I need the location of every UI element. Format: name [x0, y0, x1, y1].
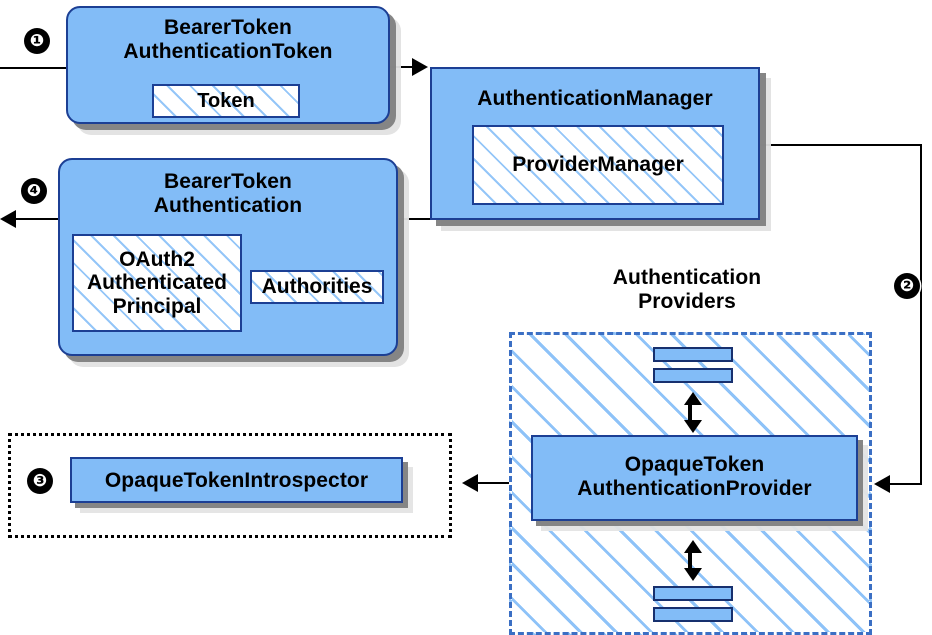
authorities-label: Authorities [261, 275, 373, 298]
provider-stack-top-arrow-shaft [688, 400, 692, 424]
step-3-bullet: ❸ [27, 468, 53, 494]
opaque-token-authentication-provider-node[interactable]: OpaqueToken AuthenticationProvider [531, 435, 858, 521]
connector-authentication-out-line [16, 218, 74, 220]
step-1-bullet: ❶ [24, 28, 50, 54]
bearer-token-authentication-token-title-line1: BearerToken [164, 16, 292, 39]
step-4-bullet: ❹ [21, 178, 47, 204]
provider-stack-top-arrow-up [684, 392, 702, 405]
authentication-manager-title: AuthenticationManager [477, 87, 713, 110]
bearer-token-authentication-title: BearerToken Authentication [60, 170, 396, 217]
provider-manager-inner-label: ProviderManager [512, 153, 684, 176]
connector-token-to-manager-arrow [412, 58, 428, 76]
bearer-token-authentication-token-title: BearerToken AuthenticationToken [68, 16, 388, 63]
provider-stack-top-bar-1 [653, 347, 733, 362]
oauth2-authenticated-principal-box[interactable]: OAuth2 Authenticated Principal [72, 234, 242, 332]
provider-stack-bottom-arrow-down [684, 568, 702, 581]
opaque-token-authentication-provider-title-line1: OpaqueToken [624, 453, 765, 476]
connector-request-in [0, 67, 72, 69]
authentication-providers-heading: Authentication Providers [562, 266, 812, 313]
connector-provider-to-introspector-line [478, 482, 532, 484]
token-inner-label: Token [197, 89, 255, 112]
authentication-providers-heading-line2: Providers [638, 289, 736, 313]
opaque-token-introspector-title: OpaqueTokenIntrospector [104, 469, 369, 492]
authentication-manager-node[interactable]: AuthenticationManager ProviderManager [430, 67, 760, 220]
bearer-token-authentication-token-node[interactable]: BearerToken AuthenticationToken Token [66, 6, 390, 124]
opaque-token-authentication-provider-title: OpaqueToken AuthenticationProvider [533, 453, 856, 500]
bearer-token-authentication-token-title-line2: AuthenticationToken [123, 39, 333, 63]
oauth2-authenticated-principal-line3: Principal [112, 294, 202, 318]
authentication-providers-heading-line1: Authentication [612, 266, 762, 289]
token-inner-box[interactable]: Token [152, 84, 300, 118]
opaque-token-introspector-node[interactable]: OpaqueTokenIntrospector [70, 457, 403, 503]
step-2-bullet: ❷ [894, 273, 920, 299]
provider-stack-top-bar-2 [653, 368, 733, 383]
provider-stack-bottom-arrow-up [684, 540, 702, 553]
oauth2-authenticated-principal-line2: Authenticated [86, 271, 227, 295]
oauth2-authenticated-principal-line1: OAuth2 [119, 248, 195, 272]
bearer-token-authentication-title-line2: Authentication [153, 193, 303, 217]
connector-authentication-out-arrow [0, 210, 16, 228]
opaque-token-authentication-provider-title-line2: AuthenticationProvider [577, 476, 812, 500]
connector-manager-to-authentication [396, 218, 432, 220]
connector-manager-to-provider-vertical [920, 144, 922, 484]
bearer-token-authentication-node[interactable]: BearerToken Authentication OAuth2 Authen… [58, 158, 398, 356]
connector-manager-to-provider-bottom [890, 483, 922, 485]
bearer-token-authentication-title-line1: BearerToken [164, 170, 292, 193]
connector-manager-to-provider-top [758, 144, 922, 146]
provider-stack-bottom-bar-2 [653, 607, 733, 622]
provider-stack-bottom-arrow-shaft [688, 548, 692, 572]
connector-provider-to-introspector-arrow [462, 474, 478, 492]
provider-manager-inner-box[interactable]: ProviderManager [472, 125, 724, 205]
authorities-box[interactable]: Authorities [250, 270, 384, 304]
provider-stack-bottom-bar-1 [653, 586, 733, 601]
connector-manager-to-provider-arrow [874, 475, 890, 493]
connector-token-to-manager-line [388, 66, 416, 68]
provider-stack-top-arrow-down [684, 420, 702, 433]
